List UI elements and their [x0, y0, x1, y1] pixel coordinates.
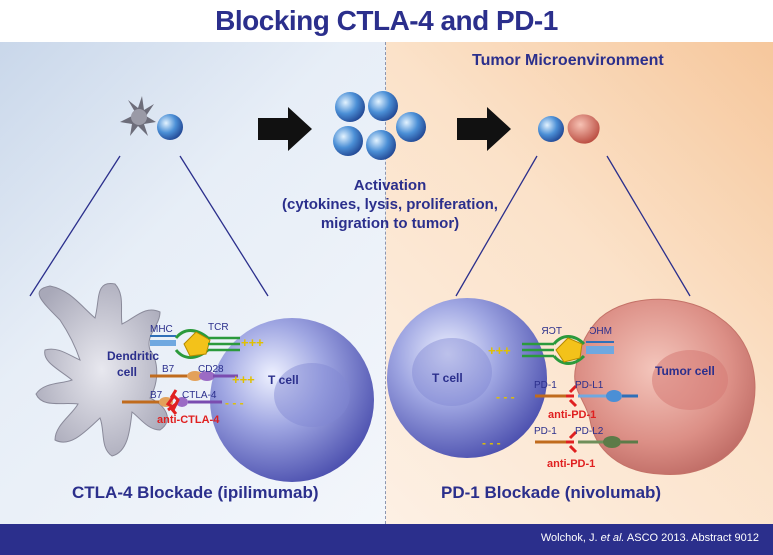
right-t-cell-label: T cell	[432, 371, 463, 385]
mhc-tcr-complex-icon	[150, 329, 240, 359]
small-t-cell-icon	[538, 116, 564, 142]
right-t-cell-shape	[387, 298, 547, 458]
tcr-label: TCR	[208, 322, 229, 333]
costim-plus-label: +++	[232, 372, 255, 387]
left-t-cell-shape	[210, 318, 374, 482]
inhibition-minus-label: - - -	[225, 396, 244, 410]
dendritic-cell-shape	[35, 283, 168, 457]
ctla4-label: CTLA-4	[182, 390, 217, 401]
tcr-mhc-complex-icon	[522, 335, 614, 365]
citation-author: Wolchok, J.	[540, 532, 598, 544]
anti-pd1-antibody-icon	[566, 384, 578, 408]
b7-cd28-icon	[150, 371, 238, 381]
left-t-cell-label: T cell	[268, 373, 299, 387]
page-title: Blocking CTLA-4 and PD-1	[215, 5, 558, 36]
b7-label: B7	[162, 364, 175, 375]
cd28-label: CD28	[198, 364, 224, 375]
arrow-icon	[457, 107, 511, 151]
footer-bar: Wolchok, J. et al. ASCO 2013. Abstract 9…	[0, 524, 773, 555]
arrow-icon	[258, 107, 312, 151]
anti-pd1-label: anti-PD-1	[547, 458, 595, 470]
pd1-blockade-caption: PD-1 Blockade (nivolumab)	[441, 483, 662, 502]
zoom-line	[455, 155, 538, 297]
diagram-artwork: Dendritic cell MHC TCR +++ B7 CD28 +++ T…	[29, 91, 756, 482]
small-dendritic-cell-icon	[120, 96, 156, 136]
panel-divider	[385, 42, 386, 524]
costim-plus-label: +++	[241, 335, 264, 350]
activated-t-cell-cluster-icon	[333, 91, 426, 160]
anti-ctla4-antibody-icon	[165, 389, 180, 415]
pd1-label: PD-1	[534, 380, 557, 391]
dendritic-cell-label: Dendritic	[107, 349, 159, 363]
inhibition-minus-label: - - -	[496, 390, 515, 404]
anti-ctla4-label: anti-CTLA-4	[157, 414, 220, 426]
activation-line: (cytokines, lysis, proliferation,	[282, 196, 498, 213]
mhc-label: MHC	[150, 324, 173, 335]
pdl1-label: PD-L1	[575, 380, 604, 391]
activation-line: Activation	[353, 177, 427, 194]
activation-text: Activation (cytokines, lysis, proliferat…	[250, 176, 530, 233]
citation-etal: et al.	[600, 532, 625, 544]
citation: Wolchok, J. et al. ASCO 2013. Abstract 9…	[541, 532, 759, 544]
inhibition-minus-label: - - -	[482, 436, 501, 450]
pdl2-label: PD-L2	[575, 426, 604, 437]
citation-source: ASCO 2013. Abstract 9012	[626, 532, 759, 544]
b7-label: B7	[150, 390, 163, 401]
small-tumor-cell-icon	[567, 114, 600, 144]
pd1-label: PD-1	[534, 426, 557, 437]
dendritic-cell-label: cell	[117, 365, 137, 379]
zoom-line	[29, 155, 121, 297]
pd1-pdl1-icon	[535, 390, 638, 402]
tcr-mirrored-label: TCR	[541, 326, 562, 337]
activation-line: migration to tumor)	[320, 215, 460, 232]
ctla4-blockade-caption: CTLA-4 Blockade (ipilimumab)	[72, 483, 319, 502]
zoom-line	[606, 155, 691, 297]
tumor-cell-label: Tumor cell	[655, 364, 715, 378]
mhc-mirrored-label: MHC	[589, 326, 612, 337]
small-t-cell-icon	[157, 114, 183, 140]
costim-plus-label: +++	[488, 343, 511, 358]
anti-pd1-antibody-icon	[566, 430, 578, 454]
zoom-line	[179, 155, 269, 297]
anti-pd1-label: anti-PD-1	[548, 409, 596, 421]
tumor-microenvironment-label: Tumor Microenvironment	[472, 52, 664, 69]
pd1-pdl2-icon	[535, 436, 638, 448]
